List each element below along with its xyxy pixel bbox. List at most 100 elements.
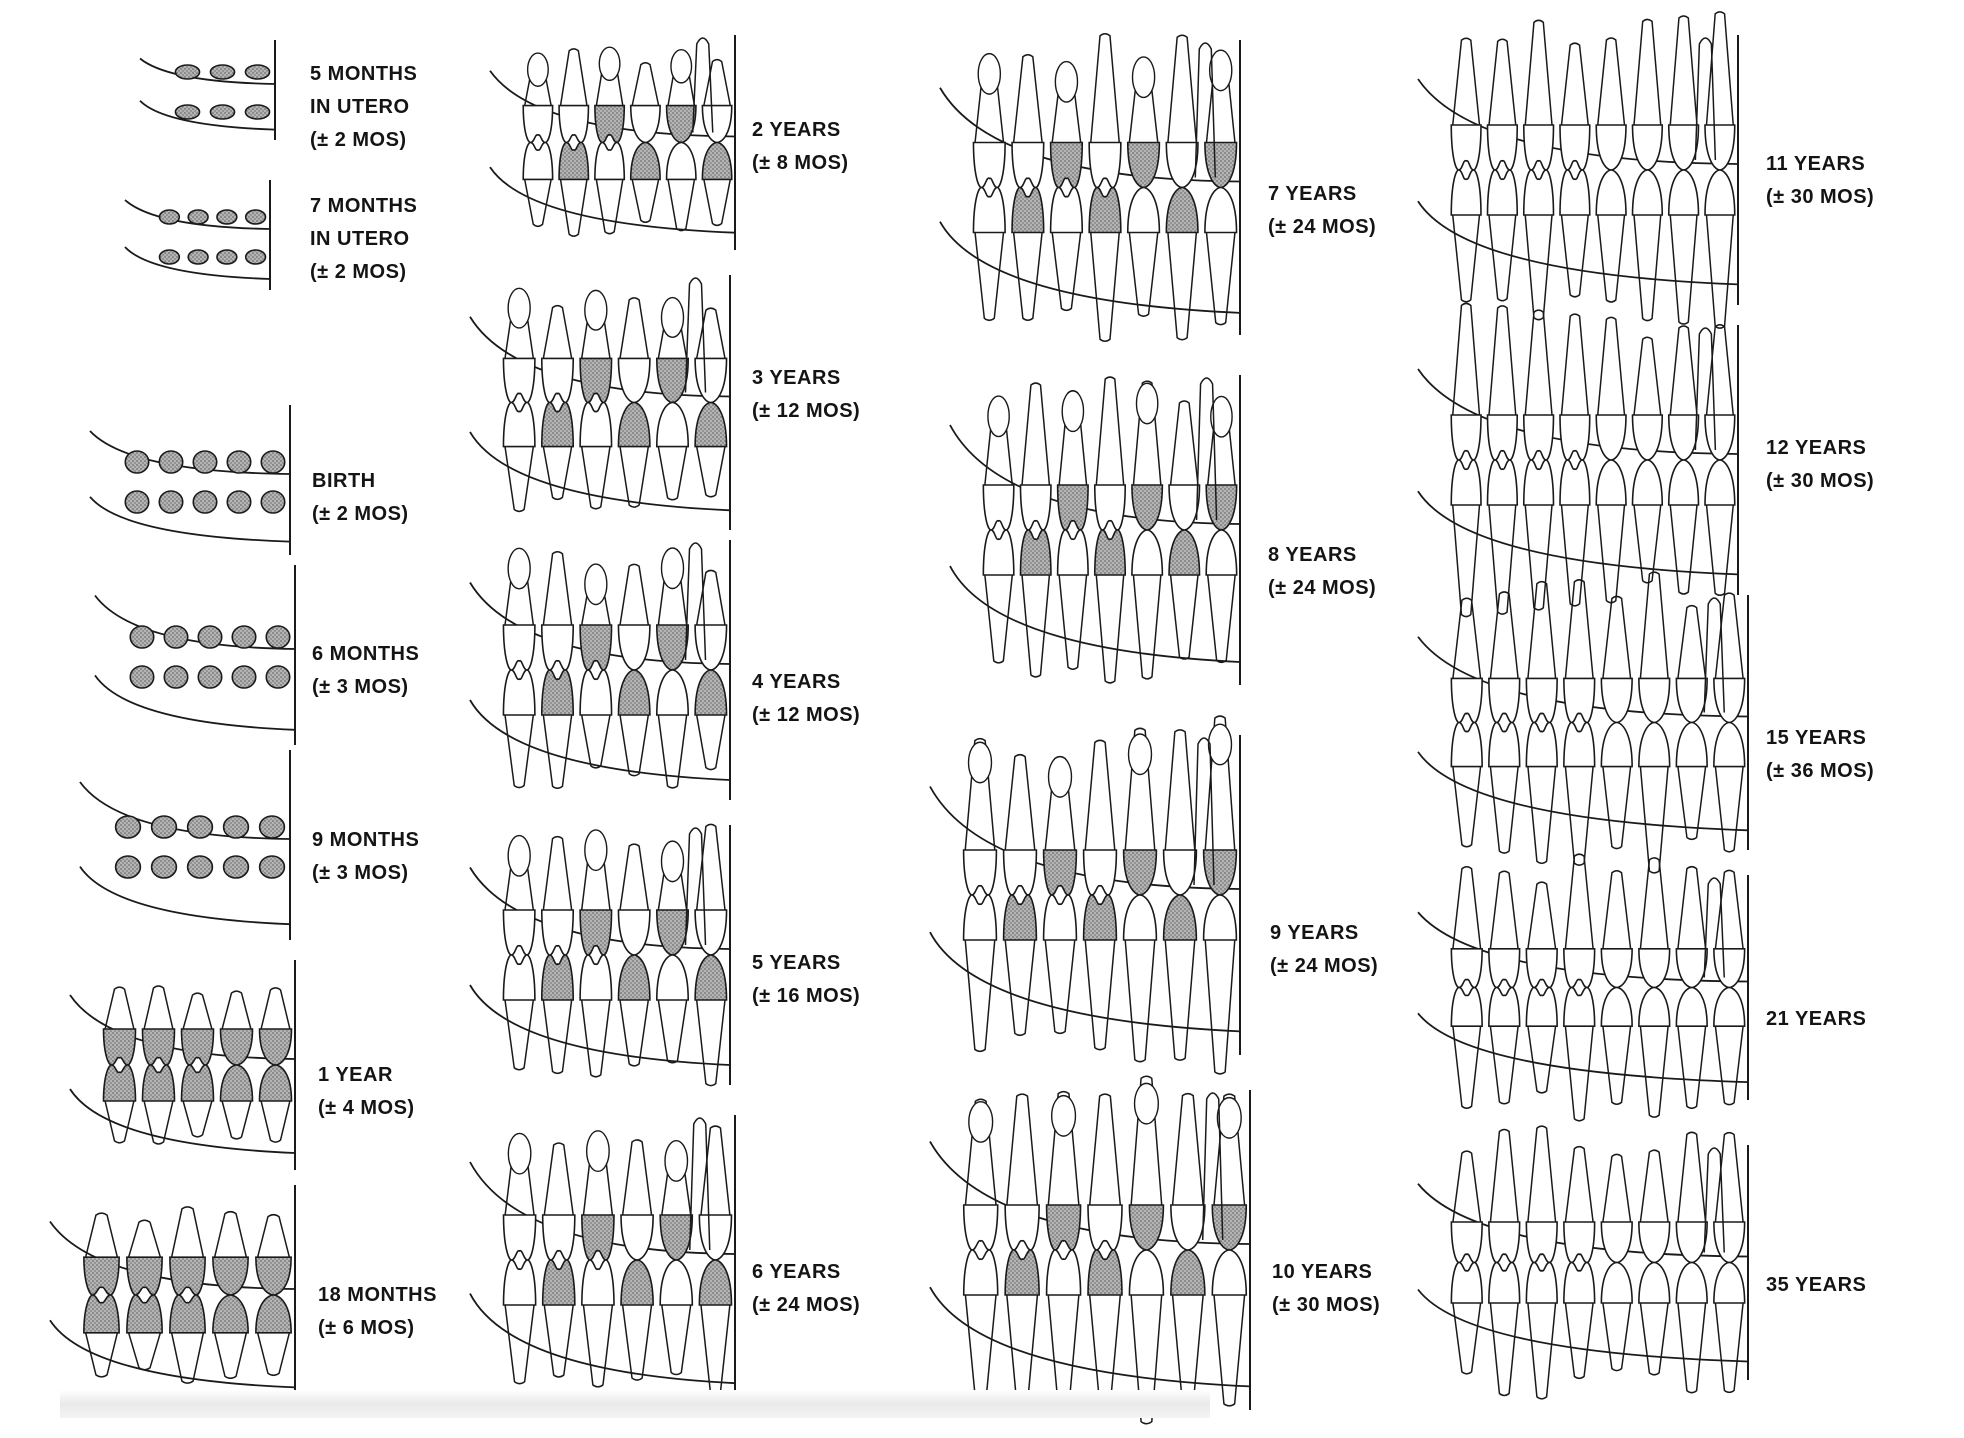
lower-tooth-root <box>1669 504 1698 595</box>
lower-tooth-crown <box>1450 459 1482 506</box>
dentition-panel-5-months-in-utero <box>139 40 276 140</box>
lower-tooth-crown <box>1675 1261 1708 1304</box>
lower-tooth-crown <box>255 1294 292 1334</box>
lower-tooth-root <box>1677 766 1707 841</box>
permanent-tooth-germ <box>1216 1096 1242 1139</box>
lower-tooth-root <box>1714 1302 1744 1394</box>
lower-tooth-crown <box>540 401 575 448</box>
lower-tooth-crown <box>1667 459 1700 506</box>
permanent-tooth-germ <box>660 296 685 338</box>
upper-tooth-bud <box>186 815 214 839</box>
lower-tooth-bud <box>192 490 218 514</box>
lower-tooth-crown <box>694 401 728 448</box>
upper-tooth-crown <box>1595 414 1627 461</box>
lower-tooth-crown <box>1011 186 1045 234</box>
upper-tooth-crown <box>540 909 575 956</box>
stage-label-21-years: 21 YEARS <box>1766 1003 1866 1036</box>
stage-label-2-years: 2 YEARS(± 8 MOS) <box>752 114 849 180</box>
lower-tooth-crown <box>1450 1261 1483 1304</box>
lower-tooth-crown <box>579 954 613 1001</box>
stage-range: (± 12 MOS) <box>752 400 861 422</box>
upper-tooth-crown <box>180 1028 215 1066</box>
upper-tooth-root <box>1169 400 1199 486</box>
lower-jaw-outline <box>1417 1288 1749 1363</box>
stage-label-7-years: 7 YEARS(± 24 MOS) <box>1268 178 1376 244</box>
upper-tooth-root <box>1677 604 1707 679</box>
upper-tooth-root <box>1452 1150 1482 1223</box>
lower-tooth-root <box>1205 232 1236 326</box>
upper-tooth-crown <box>581 1214 615 1261</box>
lower-tooth-crown <box>141 1064 176 1102</box>
lower-tooth-bud <box>187 249 209 265</box>
stage-label-1-year: 1 YEAR(± 4 MOS) <box>318 1059 415 1125</box>
lower-tooth-crown <box>579 669 613 716</box>
permanent-tooth-germ <box>507 834 531 877</box>
upper-tooth-root <box>1524 309 1553 416</box>
stage-range: (± 24 MOS) <box>1270 955 1379 977</box>
canine-root <box>1694 37 1717 161</box>
upper-tooth-root <box>1602 1153 1632 1223</box>
upper-tooth-root <box>1669 325 1698 416</box>
lower-tooth-root <box>1452 214 1481 303</box>
permanent-tooth-germ <box>584 289 608 331</box>
upper-tooth-root <box>542 304 573 359</box>
upper-tooth-root <box>631 61 660 106</box>
stage-age: BIRTH <box>312 470 376 492</box>
upper-tooth-root <box>1677 865 1707 949</box>
upper-tooth-root <box>1602 595 1632 679</box>
lower-tooth-root <box>1714 1026 1744 1106</box>
permanent-tooth-germ <box>1208 49 1233 92</box>
lower-tooth-root <box>1564 1302 1594 1380</box>
lower-tooth-bud <box>260 490 286 514</box>
lower-tooth-crown <box>1600 986 1633 1027</box>
canine-root <box>1694 327 1717 451</box>
lower-jaw-outline <box>949 565 1241 663</box>
dentition-panel-9-months <box>79 750 291 940</box>
lower-tooth-bud <box>222 855 250 879</box>
lower-tooth-root <box>1597 504 1626 604</box>
upper-tooth-crown <box>1488 1221 1521 1264</box>
lower-tooth-crown <box>540 669 575 716</box>
lower-tooth-crown <box>522 141 554 181</box>
lower-tooth-crown <box>1522 459 1555 506</box>
dentition-panel-6-months <box>94 565 296 745</box>
upper-tooth-bud <box>163 625 189 649</box>
upper-tooth-bud <box>216 209 238 225</box>
lower-tooth-crown <box>655 954 690 1001</box>
upper-tooth-bud <box>124 450 150 474</box>
lower-tooth-bud <box>197 665 223 689</box>
lower-tooth-crown <box>1202 894 1238 941</box>
upper-tooth-bud <box>129 625 155 649</box>
upper-tooth-crown <box>1131 484 1164 531</box>
lower-tooth-crown <box>1126 186 1161 234</box>
upper-tooth-crown <box>617 357 651 404</box>
lower-jaw-outline <box>1417 751 1749 832</box>
lower-tooth-bud <box>163 665 189 689</box>
lower-tooth-crown <box>219 1064 254 1102</box>
upper-tooth-root <box>182 992 213 1030</box>
upper-tooth-crown <box>1563 948 1596 989</box>
upper-tooth-crown <box>522 104 554 144</box>
lower-tooth-root <box>1167 232 1198 341</box>
canine-root <box>1194 42 1217 178</box>
lower-tooth-root <box>1669 214 1698 325</box>
lower-tooth-crown <box>1450 721 1483 768</box>
stage-age: 7 MONTHS <box>310 195 418 217</box>
stage-range: (± 2 MOS) <box>312 503 409 525</box>
stage-range: (± 30 MOS) <box>1766 470 1875 492</box>
upper-tooth-crown <box>1002 849 1038 896</box>
lower-tooth-root <box>1677 1026 1707 1110</box>
stage-age: 35 YEARS <box>1766 1274 1867 1296</box>
upper-tooth-bud <box>158 209 181 225</box>
lower-tooth-root <box>1489 1026 1519 1105</box>
lower-tooth-root <box>695 714 726 771</box>
upper-tooth-root <box>143 985 174 1030</box>
lower-jaw-outline <box>49 1319 296 1389</box>
upper-tooth-crown <box>617 624 651 671</box>
canine-root <box>1703 877 1725 978</box>
lower-tooth-crown <box>1168 529 1201 576</box>
stage-age: 21 YEARS <box>1766 1008 1867 1030</box>
upper-tooth-crown <box>83 1256 120 1296</box>
canine-root <box>684 542 707 661</box>
